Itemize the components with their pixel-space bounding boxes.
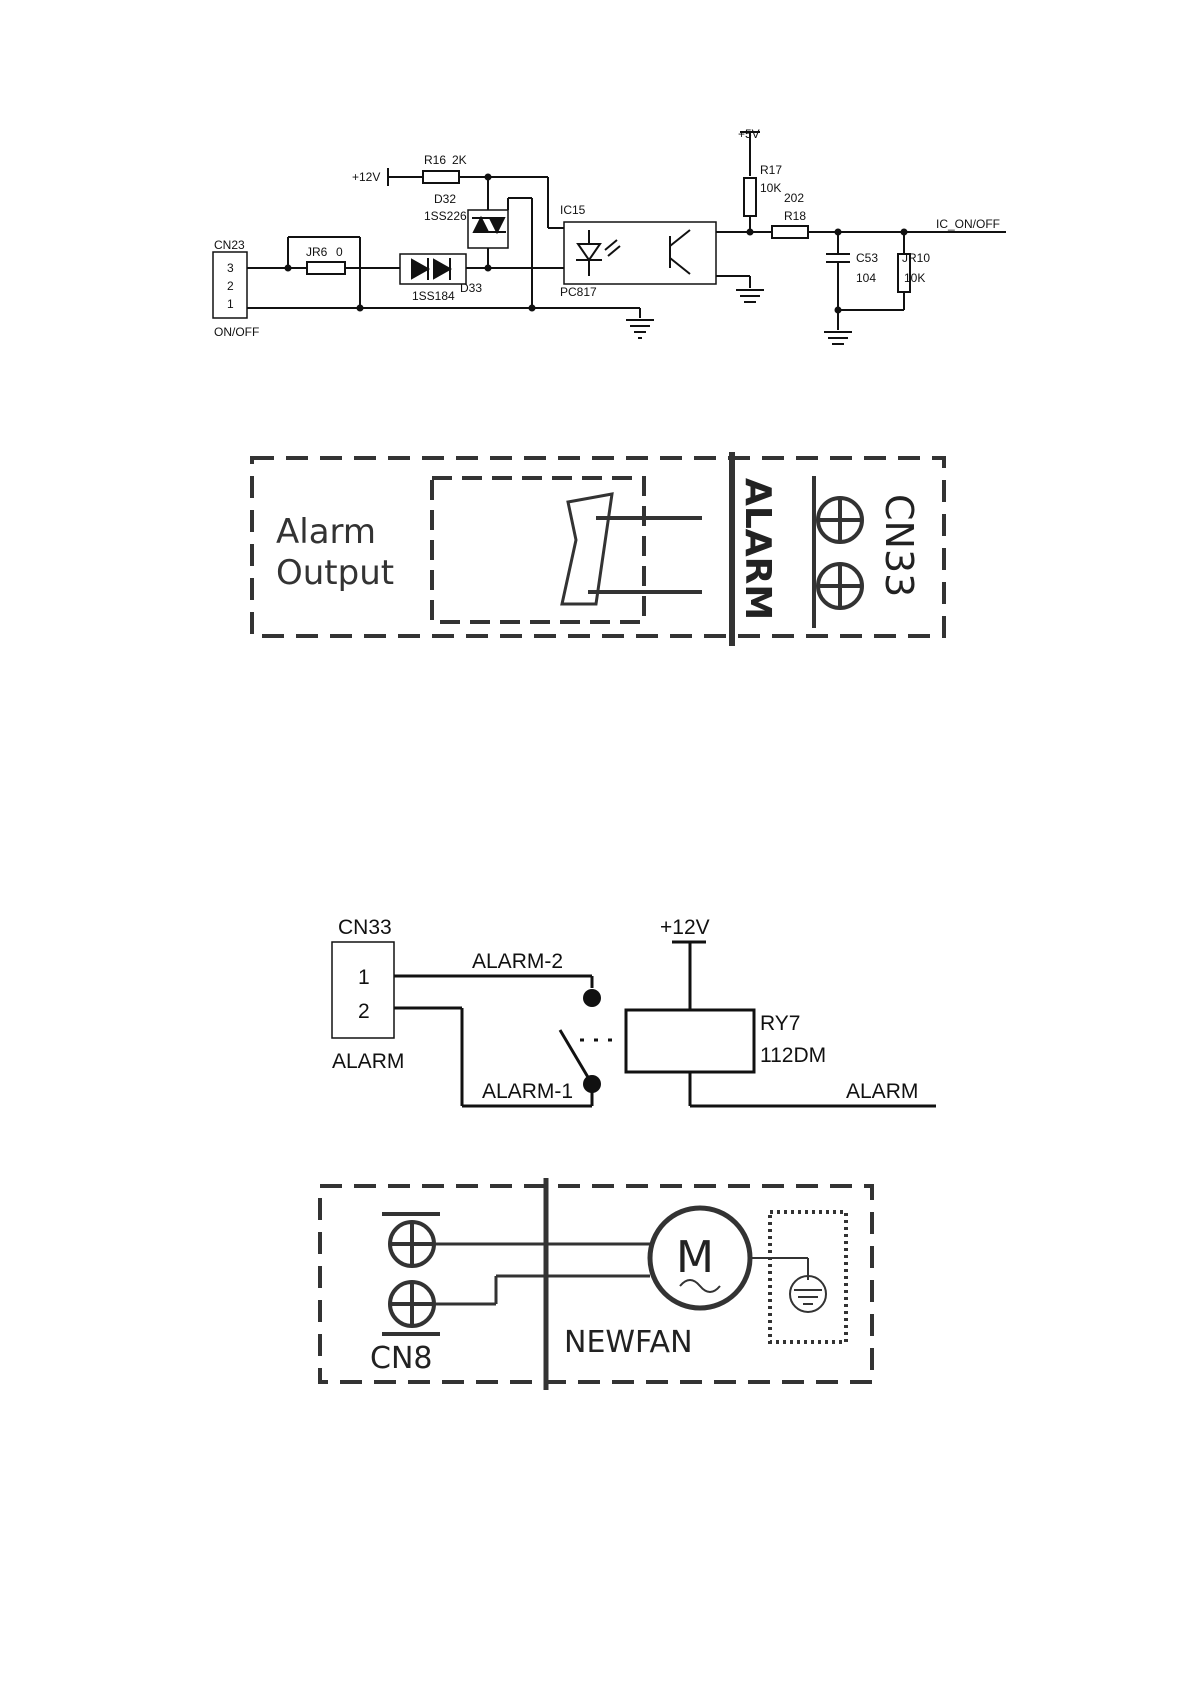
- alarm-net-label: ALARM: [846, 1080, 918, 1103]
- r18-label: R18: [784, 209, 806, 223]
- cn33-vertical-label: CN33: [877, 494, 921, 597]
- ic-on-off-net-label: IC_ON/OFF: [936, 217, 1000, 231]
- ground-symbol: [626, 320, 654, 338]
- cn8-label: CN8: [370, 1341, 432, 1376]
- cn33-pin-2: 2: [358, 1000, 370, 1023]
- alarm-output-title-line1: Alarm: [276, 512, 376, 552]
- r17-resistor: [744, 178, 756, 216]
- jr6-label: JR6: [306, 245, 328, 259]
- alarm-output-title-line2: Output: [276, 553, 394, 593]
- cn33-label: CN33: [338, 916, 392, 939]
- alarm-2-net-label: ALARM-2: [472, 950, 563, 973]
- relay-contact-icon: [562, 494, 612, 604]
- c53-label: C53: [856, 251, 878, 265]
- terminal-screw-icon: [382, 1214, 440, 1266]
- d32-part: 1SS226: [424, 209, 467, 223]
- jr10-value: 10K: [904, 271, 925, 285]
- r16-resistor: [423, 171, 459, 183]
- cn23-pin-2: 2: [227, 279, 234, 293]
- d32-diode-box: [468, 210, 508, 248]
- r16-value: 2K: [452, 153, 467, 167]
- jr6-resistor: [307, 262, 345, 274]
- cn33-pin-1: 1: [358, 966, 370, 989]
- r16-label: R16: [424, 153, 446, 167]
- cn33-caption: ALARM: [332, 1050, 404, 1073]
- cn33-connector: [332, 942, 394, 1038]
- ry7-relay-coil: [626, 1010, 754, 1072]
- terminal-screw-icon: [382, 1282, 440, 1334]
- cn23-pin-1: 1: [227, 297, 234, 311]
- cn23-pin-3: 3: [227, 261, 234, 275]
- r18-value: 202: [784, 191, 804, 205]
- ry7-part: 112DM: [760, 1044, 826, 1067]
- d33-label: D33: [460, 281, 482, 295]
- jr10-label: JR10: [902, 251, 930, 265]
- newfan-label: NEWFAN: [564, 1325, 693, 1360]
- c53-value: 104: [856, 271, 876, 285]
- ground-symbol: [824, 332, 852, 344]
- relay-contact-dots: [583, 989, 601, 1093]
- on-off-input-schematic: [213, 132, 1006, 344]
- ry7-label: RY7: [760, 1012, 800, 1035]
- alarm-vertical-label: ALARM: [737, 478, 778, 620]
- d32-label: D32: [434, 192, 456, 206]
- cn23-caption: ON/OFF: [214, 325, 259, 339]
- supply-5v-label: +5V: [738, 127, 760, 141]
- r17-value: 10K: [760, 181, 781, 195]
- ic15-part: PC817: [560, 285, 597, 299]
- ic15-label: IC15: [560, 203, 586, 217]
- ic15-optocoupler: [564, 222, 716, 284]
- r18-resistor: [772, 226, 808, 238]
- r17-label: R17: [760, 163, 782, 177]
- alarm-1-net-label: ALARM-1: [482, 1080, 573, 1103]
- ground-symbol: [736, 290, 764, 302]
- d33-part: 1SS184: [412, 289, 455, 303]
- relay-switch-blade: [560, 1030, 592, 1084]
- supply-12v-label: +12V: [660, 916, 710, 939]
- motor-symbol: M: [676, 1232, 714, 1283]
- jr6-value: 0: [336, 245, 343, 259]
- earth-ground-icon: [790, 1276, 826, 1312]
- supply-12v-label: +12V: [352, 170, 380, 184]
- terminal-screw-icon: [818, 564, 862, 608]
- cn23-label: CN23: [214, 238, 245, 252]
